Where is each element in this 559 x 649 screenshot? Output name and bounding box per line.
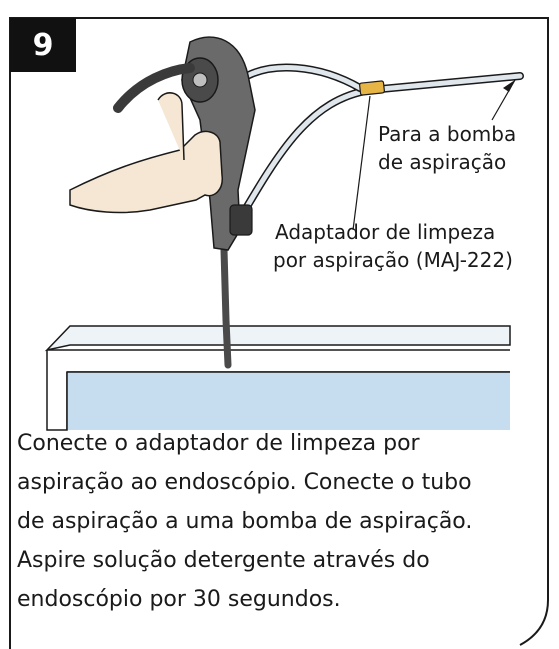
instruction-caption: Conecte o adaptador de limpeza por aspir… — [17, 424, 557, 619]
pump-label-line2: de aspiração — [378, 150, 507, 174]
caption-line-2: aspiração ao endoscópio. Conecte o tubo — [17, 470, 472, 495]
hand — [69, 130, 223, 214]
step-number-badge: 9 — [10, 18, 76, 72]
adapter-label-line2: por aspiração (MAJ-222) — [273, 248, 513, 272]
universal-cord — [113, 63, 195, 113]
pump-label-line1: Para a bomba — [378, 122, 517, 146]
panel-frame — [9, 17, 549, 649]
caption-line-3: de aspiração a uma bomba de aspiração. — [17, 509, 473, 534]
insertion-tube — [220, 246, 232, 369]
tube-connector — [359, 80, 385, 96]
detergent-basin — [44, 325, 511, 431]
caption-line-5: endoscópio por 30 segundos. — [17, 587, 341, 612]
adapter-label-line1: Adaptador de limpeza — [275, 220, 496, 244]
caption-line-4: Aspire solução detergente através do — [17, 548, 430, 573]
caption-line-1: Conecte o adaptador de limpeza por — [17, 431, 420, 456]
adapter-leader — [352, 95, 371, 231]
